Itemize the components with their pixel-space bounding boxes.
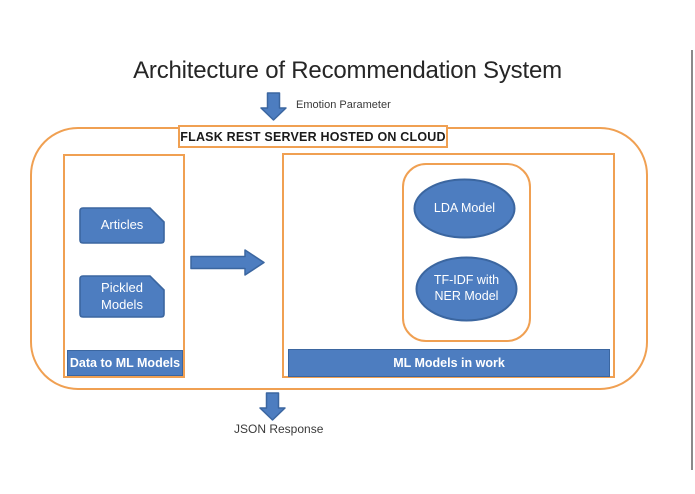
pickled-models-label: Pickled Models	[101, 280, 143, 312]
tfidf-model-shape	[415, 256, 518, 322]
models-panel-footer: ML Models in work	[288, 349, 610, 377]
down-arrow-icon	[260, 92, 287, 121]
output-flow-label: JSON Response	[234, 422, 324, 436]
input-flow-label: Emotion Parameter	[296, 99, 391, 111]
models-panel	[282, 153, 615, 378]
data-panel-footer: Data to ML Models	[67, 350, 183, 376]
page-title: Architecture of Recommendation System	[133, 57, 562, 84]
down-arrow-icon	[259, 392, 286, 421]
articles-label: Articles	[100, 217, 144, 233]
lda-model-label: LDA Model	[433, 200, 496, 215]
server-banner: FLASK REST SERVER HOSTED ON CLOUD	[178, 125, 448, 148]
tfidf-model-label: TF-IDF with NER Model	[433, 273, 500, 303]
page-edge-line	[691, 50, 693, 470]
models-group	[402, 163, 531, 342]
data-panel	[63, 154, 185, 378]
right-arrow-icon	[190, 249, 265, 276]
lda-model-shape	[413, 178, 516, 239]
pickled-models-shape	[79, 275, 165, 318]
articles-shape	[79, 207, 165, 244]
